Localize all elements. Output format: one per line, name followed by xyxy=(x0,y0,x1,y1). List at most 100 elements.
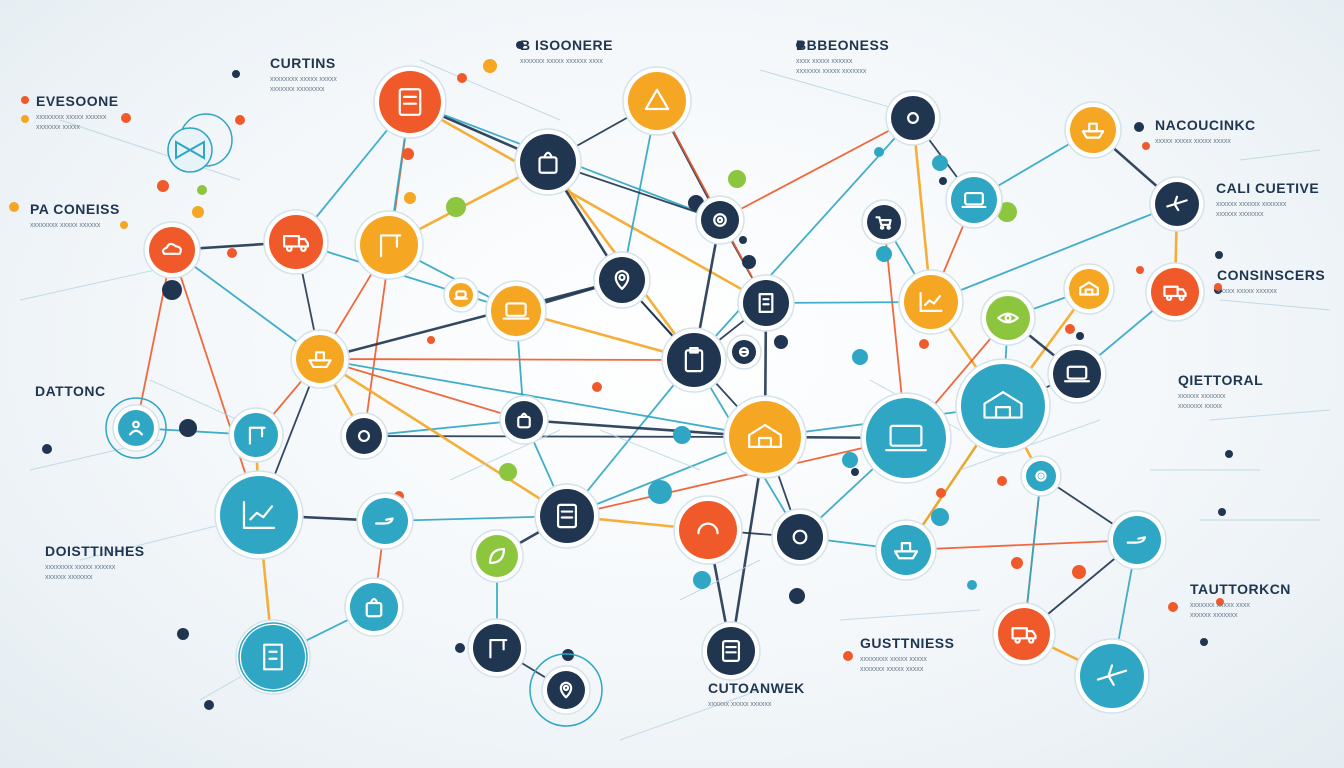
document-icon xyxy=(398,88,422,116)
node-disc xyxy=(449,283,473,307)
connector-dot xyxy=(842,452,858,468)
node-disc xyxy=(350,583,398,631)
hand-icon xyxy=(375,517,394,525)
connector-dot xyxy=(455,643,465,653)
connector-dot xyxy=(21,96,29,104)
label-subtext: xxxxxxx xxxxxxxx xyxy=(270,86,325,93)
connector-dot xyxy=(9,202,19,212)
connector-dot xyxy=(1168,602,1178,612)
bag-icon xyxy=(365,598,383,618)
connector-dot xyxy=(936,488,946,498)
connection-line xyxy=(930,203,1178,303)
label-subtext: xxxxxxxx xxxxx xxxxx xyxy=(860,656,927,663)
label-subtext: xxxxxxxx xxxxx xxxxxx xyxy=(45,564,116,571)
connector-dot xyxy=(21,115,29,123)
label-subtext: xxxxxxx xxxxx xyxy=(36,124,80,131)
connector-dot xyxy=(1136,266,1144,274)
node-cloud xyxy=(143,221,201,279)
connector-dot xyxy=(997,476,1007,486)
label-subtext: xxxxxxxx xxxxx xxxxx xyxy=(270,76,337,83)
bag-icon xyxy=(517,412,531,429)
node-ship xyxy=(875,519,937,581)
network-nodes xyxy=(105,65,1205,727)
connector-dot xyxy=(874,147,884,157)
node-disc xyxy=(679,501,737,559)
laptop-icon xyxy=(1064,365,1090,383)
node-disc xyxy=(234,413,278,457)
connector-dot xyxy=(876,246,892,262)
connector-dot xyxy=(1225,450,1233,458)
connector-dot xyxy=(446,197,466,217)
connector-dot xyxy=(157,180,169,192)
connection-line xyxy=(318,278,624,361)
node-cart xyxy=(861,199,907,245)
node-disc xyxy=(998,608,1050,660)
connection-line xyxy=(171,249,321,360)
label-subtext: xxxxx xxxxx xxxxxx xyxy=(1217,288,1277,295)
label-l8: CONSINSCERS xxxxx xxxxx xxxxxx xyxy=(1217,267,1325,295)
connection-line xyxy=(566,437,907,517)
node-disc xyxy=(1026,461,1056,491)
connection-line xyxy=(408,100,768,305)
laptop-icon xyxy=(885,424,927,452)
node-crane xyxy=(354,210,424,280)
connector-dot xyxy=(774,335,788,349)
node-laptop xyxy=(860,392,952,484)
node-disc xyxy=(628,72,686,130)
node-laptop xyxy=(945,171,1003,229)
background-line xyxy=(1209,409,1331,421)
node-disc xyxy=(951,177,997,223)
connection-line xyxy=(693,117,914,361)
crane-icon xyxy=(489,638,508,659)
node-map xyxy=(541,665,591,715)
label-subtext: xxxxxxxx xxxxx xxxxxx xyxy=(36,114,107,121)
label-title: BBBEONESS xyxy=(796,37,889,53)
node-bag xyxy=(499,395,549,445)
connector-dot xyxy=(1072,565,1086,579)
triangle-icon xyxy=(644,88,670,111)
node-laptop xyxy=(485,280,547,342)
chart-icon xyxy=(919,291,943,313)
node-clipboard xyxy=(661,327,727,393)
node-crane xyxy=(467,618,527,678)
warehouse-icon xyxy=(1079,281,1099,296)
node-crane xyxy=(228,407,284,463)
node-document xyxy=(701,621,761,681)
background-line xyxy=(599,429,701,471)
connection-lines xyxy=(19,59,1331,741)
node-truck xyxy=(1145,262,1205,322)
connector-dot xyxy=(204,700,214,710)
label-subtext: xxxxxx xxxxxxx xyxy=(1190,612,1238,619)
background-line xyxy=(759,69,901,111)
node-gear xyxy=(1020,455,1062,497)
person-icon xyxy=(128,420,144,436)
label-title: CONSINSCERS xyxy=(1217,267,1325,283)
node-disc xyxy=(667,333,721,387)
globe-icon xyxy=(738,346,750,358)
connection-line xyxy=(363,419,525,437)
connector-dot xyxy=(592,382,602,392)
node-disc xyxy=(866,398,946,478)
node-leaf xyxy=(470,529,524,583)
connector-dot xyxy=(121,113,131,123)
connector-dot xyxy=(516,41,524,49)
node-disc xyxy=(473,624,521,672)
node-disc xyxy=(149,227,195,273)
node-ring xyxy=(771,508,829,566)
warehouse-icon xyxy=(983,391,1023,419)
label-subtext: xxxxx xxxxx xxxxx xxxxx xyxy=(1155,138,1231,145)
plane-icon xyxy=(1096,664,1128,686)
outline-ring xyxy=(238,622,308,692)
connector-dot xyxy=(197,185,207,195)
node-disc xyxy=(269,215,323,269)
connector-dot xyxy=(42,444,52,454)
node-disc xyxy=(891,96,935,140)
connector-dot xyxy=(499,463,517,481)
